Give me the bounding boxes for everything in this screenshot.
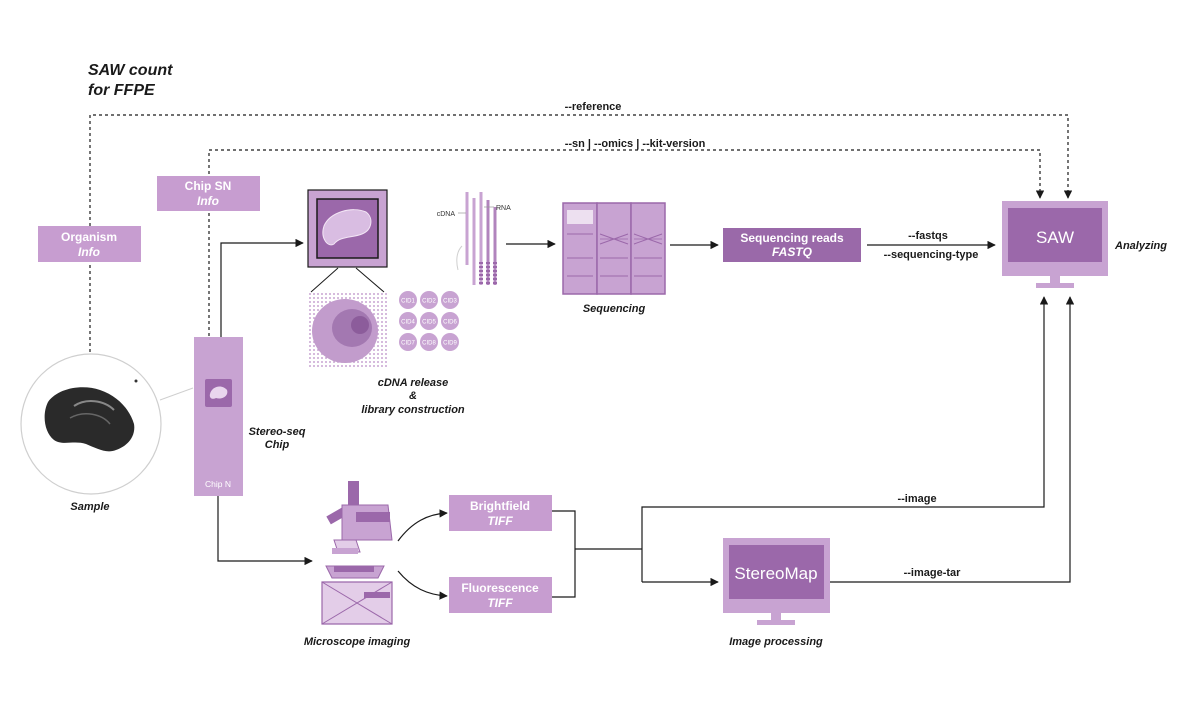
cid-item: CID8 <box>420 333 438 351</box>
sn-omics-kit-param: --sn | --omics | --kit-version <box>565 138 706 150</box>
cid-label: CID1 <box>401 299 415 305</box>
brightfield-label: Brightfield <box>470 499 530 513</box>
cdna-strands-illustration <box>456 192 497 285</box>
chip-sn-sublabel: Info <box>197 194 219 208</box>
brightfield-sublabel: TIFF <box>487 514 513 528</box>
chip-to-cdna-arrow <box>220 238 304 337</box>
chip-sn-info-box: Chip SN Info <box>157 176 260 211</box>
sample-label: Sample <box>70 501 109 513</box>
cid-label: CID3 <box>443 299 457 305</box>
saw-screen-label: SAW <box>1036 228 1074 247</box>
cid-item: CID3 <box>441 291 459 309</box>
fastqs-param: --fastqs <box>908 230 948 242</box>
chip-n-label: Chip N <box>205 479 231 489</box>
cid-item: CID2 <box>420 291 438 309</box>
cid-item: CID1 <box>399 291 417 309</box>
cid-label: CID6 <box>443 320 457 326</box>
cid-item: CID7 <box>399 333 417 351</box>
sequencing-type-param: --sequencing-type <box>884 249 979 261</box>
rna-tag-label: RNA <box>496 205 511 212</box>
cid-item: CID6 <box>441 312 459 330</box>
image-tar-param: --image-tar <box>904 567 962 579</box>
sn-omics-connector <box>208 149 1045 336</box>
stereo-seq-chip: Chip N <box>194 337 243 496</box>
fluorescence-box: Fluorescence TIFF <box>449 577 552 613</box>
chip-label-line2: Chip <box>265 439 290 451</box>
cid-label: CID2 <box>422 299 436 305</box>
microscope-label: Microscope imaging <box>304 636 411 648</box>
microscope-illustration <box>321 481 393 625</box>
cid-item: CID5 <box>420 312 438 330</box>
organism-sublabel: Info <box>78 245 100 259</box>
stereomap-to-saw-arrow <box>830 296 1075 583</box>
chip-label-line1: Stereo-seq <box>249 426 306 438</box>
cid-item: CID4 <box>399 312 417 330</box>
cdna-label-line1: cDNA release <box>378 377 449 389</box>
stereomap-monitor: StereoMap <box>723 538 830 625</box>
sequencing-reads-label: Sequencing reads <box>740 231 844 245</box>
microscope-to-fluorescence-arrow <box>397 570 448 600</box>
sequencing-label: Sequencing <box>583 303 646 315</box>
cid-grid: CID1 CID2 CID3 CID4 CID5 CID6 CID7 CID8 … <box>399 291 459 351</box>
sequencing-reads-box: Sequencing reads FASTQ <box>723 228 861 262</box>
chip-to-microscope-arrow <box>217 496 313 566</box>
brightfield-box: Brightfield TIFF <box>449 495 552 531</box>
image-merge-bracket <box>552 510 576 598</box>
cid-label: CID4 <box>401 320 415 326</box>
organism-label: Organism <box>61 230 117 244</box>
cdna-tag-label: cDNA <box>437 211 456 218</box>
cdna-label-line3: library construction <box>361 404 465 416</box>
image-processing-label: Image processing <box>729 636 823 648</box>
image-to-saw-arrow <box>641 296 1049 582</box>
cid-label: CID8 <box>422 341 436 347</box>
sequencer-illustration <box>562 202 666 295</box>
saw-monitor: SAW <box>1002 201 1108 288</box>
cid-label: CID5 <box>422 320 436 326</box>
cdna-label-line2: & <box>409 390 417 402</box>
cid-label: CID7 <box>401 341 415 347</box>
reference-param: --reference <box>565 101 622 113</box>
fluorescence-label: Fluorescence <box>461 581 539 595</box>
microscope-to-brightfield-arrow <box>397 509 448 542</box>
stereomap-screen-label: StereoMap <box>734 564 817 583</box>
diagram-title-line2: for FFPE <box>88 82 156 99</box>
cdna-release-illustration <box>307 189 388 369</box>
sample-illustration <box>20 353 194 495</box>
cid-item: CID9 <box>441 333 459 351</box>
fluorescence-sublabel: TIFF <box>487 596 513 610</box>
reference-connector <box>89 114 1073 352</box>
analyzing-label: Analyzing <box>1114 240 1167 252</box>
sequencing-reads-sublabel: FASTQ <box>772 245 813 259</box>
image-param: --image <box>897 493 936 505</box>
chip-sn-label: Chip SN <box>185 179 232 193</box>
cid-label: CID9 <box>443 341 457 347</box>
diagram-title-line1: SAW count <box>88 62 173 79</box>
organism-info-box: Organism Info <box>38 226 141 262</box>
